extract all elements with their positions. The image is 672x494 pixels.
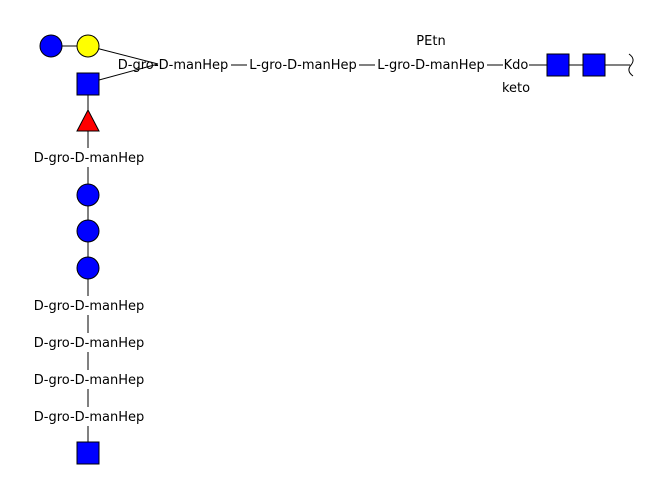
glcnac-square-bottom	[76, 441, 100, 465]
vertical-hep-2-label: D-gro-D-manHep	[34, 336, 145, 351]
glucose-circle-vertical-3	[76, 256, 100, 280]
vertical-hep-1-label: D-gro-D-manHep	[34, 299, 145, 314]
glcnac-square-chain-2	[582, 53, 606, 77]
glucose-circle-vertical-1	[76, 183, 100, 207]
vertical-hep-4-label: D-gro-D-manHep	[34, 410, 145, 425]
glucose-circle-vertical-2	[76, 219, 100, 243]
galactose-circle-top	[76, 34, 100, 58]
fucose-triangle	[76, 108, 100, 132]
chain-hep-1-label: L-gro-D-manHep	[249, 58, 357, 73]
vertical-hep-3-label: D-gro-D-manHep	[34, 373, 145, 388]
glycan-links	[51, 45, 630, 453]
kdo-label: Kdo	[504, 58, 529, 73]
label-backgrounds	[30, 148, 148, 426]
link-gal-branch-hep	[87, 45, 159, 65]
glucose-circle-top	[39, 34, 63, 58]
glcnac-square-chain-1	[546, 53, 570, 77]
glcnac-square-branch	[76, 72, 100, 96]
reducing-end-bracket-icon	[628, 53, 634, 77]
chain-hep-2-label: L-gro-D-manHep	[377, 58, 485, 73]
vertical-hep-top-label: D-gro-D-manHep	[34, 151, 145, 166]
keto-label: keto	[502, 81, 530, 96]
glycan-labels: D-gro-D-manHep L-gro-D-manHep L-gro-D-ma…	[34, 34, 530, 425]
petn-label: PEtn	[416, 34, 445, 49]
link-square-branch-hep	[87, 63, 159, 84]
glycan-symbols	[39, 34, 606, 465]
branch-hep-label: D-gro-D-manHep	[118, 58, 229, 73]
